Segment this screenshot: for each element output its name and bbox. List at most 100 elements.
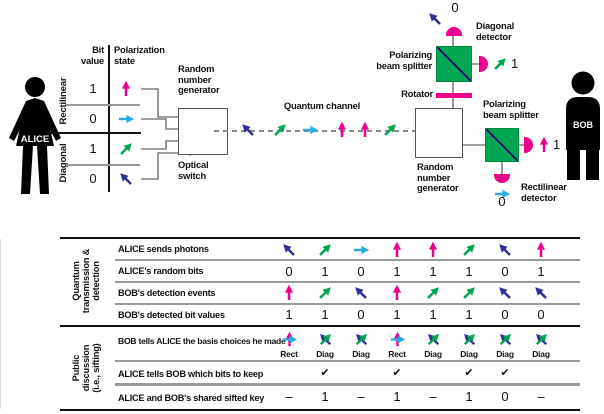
diag-basis-icon [463,333,475,345]
table-cell: – [285,389,293,404]
table-cell: 0 [501,389,509,404]
table-bottom-border [60,409,580,411]
table-cell [523,362,559,382]
detector-bit: 0 [498,194,506,209]
table-cell: 1 [321,264,329,279]
upright-arrow-icon [494,58,506,70]
table-cell [343,362,379,382]
column-divider [0,239,1,409]
row-label: ALICE and BOB's shared sifted key [118,393,265,403]
table-cell: 1 [465,389,473,404]
polarizing-beam-splitter-1 [436,46,472,82]
channel-photon-arrow [270,120,290,140]
photon-arrow-icon [425,9,445,34]
bob-silhouette: BOB [566,71,600,180]
table-cell: 1 [393,306,401,322]
right-arrow-icon [354,245,370,254]
upright-arrow-icon [274,124,286,136]
row-separator [66,164,140,166]
table-cell: 0 [537,306,545,322]
right-arrow-icon [119,114,135,124]
table-cell [379,239,415,260]
up-arrow-icon [392,284,402,300]
table-cell [415,239,451,260]
row-label: BOB's detected bit values [118,310,225,320]
table-cell: 1 [393,264,401,279]
table-cell: Diag [523,328,559,360]
pbs2-label: Polarizing beam splitter [483,98,539,120]
rectilinear-basis-label: Rectilinear [57,77,69,125]
detector-bit: 0 [451,0,459,15]
encoding-row: 1 [80,138,142,160]
quantum-channel-line [214,130,433,132]
table-cell [307,283,343,303]
rect-basis-icon [282,331,297,346]
bit-value: 1 [89,141,97,156]
table-cell: 1 [465,306,473,322]
polarization-arrow-icon [116,109,136,129]
table-cell: 0 [501,264,509,279]
diagonal-basis-label: Diagonal [57,143,69,183]
rectilinear-detector-dome [494,174,510,183]
upright-arrow-icon [463,287,475,299]
splitter-diagonal [436,46,472,82]
table-cell: 1 [429,264,437,279]
table-cell: 0 [357,306,365,322]
row-separator [115,259,580,261]
diag-basis-icon [427,333,439,345]
table-cell: 1 [537,264,545,279]
rectilinear-detector-label: Rectilinear detector [521,181,567,203]
pbs1-label: Polarizing beam splitter [376,49,432,71]
right-arrow-icon [303,125,319,135]
splitter-diagonal [485,128,519,162]
row-separator [115,281,580,283]
polarizing-beam-splitter-2 [485,128,519,162]
basis-name: Diag [496,348,514,359]
table-cell: 1 [393,389,401,404]
diag-basis-icon [355,333,367,345]
polarization-state-header: Polarization state [114,44,165,66]
row-separator [115,382,580,386]
basis-name: Diag [532,348,550,359]
diagonal-detector-label: Diagonal detector [476,20,514,42]
quantum-channel-label: Quantum channel [283,100,361,111]
table-cell [415,362,451,382]
table-cell: 1 [321,389,329,404]
table-cell: – [357,389,365,404]
encoding-row: 1 [80,78,142,100]
table-cell: ✔ [320,366,330,379]
table-cell [523,283,559,303]
photon-arrow-icon [492,184,512,209]
table-cell [415,283,451,303]
table-cell: 0 [501,306,509,322]
alice-name: ALICE [21,134,50,145]
table-cell: – [429,389,437,404]
group-label-public-discussion: Public discussion (i.e., sifting) [71,343,101,393]
photon-arrow-icon [490,54,510,79]
bit-value: 0 [89,171,97,186]
table-cell [271,239,307,260]
encoding-table-divider [108,45,110,192]
channel-photon-arrow [300,120,320,140]
bob-rng-box [415,108,463,158]
alice-silhouette: ALICE [9,77,61,194]
table-cell [343,239,379,260]
polarization-arrow-icon [116,79,136,99]
upleft-arrow-icon [499,287,511,299]
detector-bit: 1 [511,56,519,71]
table-cell: ✔ [392,366,402,379]
table-cell: Diag [343,328,379,360]
upleft-arrow-icon [355,287,367,299]
encoding-row: 0 [80,108,142,130]
channel-photon-arrow [238,120,258,140]
rectilinear-detector-dome [524,137,533,153]
rotator-bar [436,92,472,98]
channel-photon-arrow [380,120,400,140]
table-cell [451,239,487,260]
table-cell: Diag [307,328,343,360]
table-cell: Rect [379,328,415,360]
